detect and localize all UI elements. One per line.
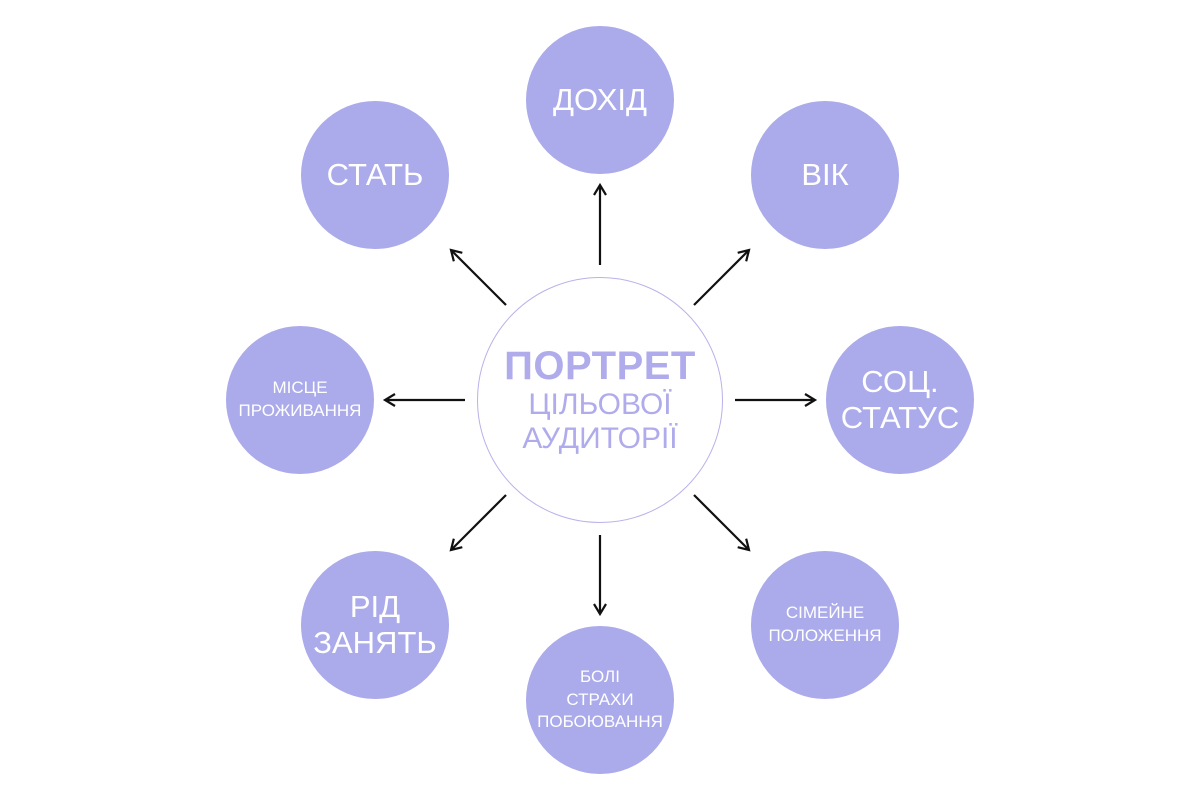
node-occupation: РІД ЗАНЯТЬ: [301, 551, 449, 699]
node-residence-line-2: ПРОЖИВАННЯ: [238, 401, 362, 420]
node-family-status: СІМЕЙНЕ ПОЛОЖЕННЯ: [751, 551, 899, 699]
center-subtitle-1: ЦІЛЬОВОЇ: [528, 387, 672, 421]
node-pains-fears-line-1: БОЛІ: [580, 666, 620, 686]
node-occupation-line-1: РІД: [349, 589, 401, 625]
node-age-label: ВІК: [801, 157, 849, 193]
node-pains-fears: БОЛІ СТРАХИ ПОБОЮВАННЯ: [526, 626, 674, 774]
node-residence-line-1: МІСЦЕ: [272, 378, 328, 398]
node-gender: СТАТЬ: [301, 101, 449, 249]
node-social-status-line-1: СОЦ.: [861, 364, 939, 400]
center-title: ПОРТРЕТ: [504, 343, 696, 388]
node-income: ДОХІД: [526, 26, 674, 174]
node-age: ВІК: [751, 101, 899, 249]
center-subtitle-2: АУДИТОРІЇ: [522, 422, 678, 455]
center-circle: ПОРТРЕТ ЦІЛЬОВОЇ АУДИТОРІЇ: [477, 277, 723, 523]
node-residence: МІСЦЕ ПРОЖИВАННЯ: [226, 326, 374, 474]
arrow-to-family-status: [693, 494, 751, 552]
node-social-status-line-2: СТАТУС: [840, 400, 960, 435]
arrow-to-gender: [449, 248, 507, 306]
arrow-to-occupation: [449, 494, 507, 552]
arrow-to-age: [693, 248, 751, 306]
node-pains-fears-line-2: СТРАХИ: [566, 689, 634, 709]
node-family-status-line-2: ПОЛОЖЕННЯ: [768, 626, 882, 645]
node-occupation-line-2: ЗАНЯТЬ: [313, 625, 437, 660]
node-income-label: ДОХІД: [553, 82, 647, 118]
node-pains-fears-line-3: ПОБОЮВАННЯ: [537, 712, 663, 732]
node-family-status-line-1: СІМЕЙНЕ: [785, 603, 865, 623]
node-social-status: СОЦ. СТАТУС: [826, 326, 974, 474]
node-gender-label: СТАТЬ: [326, 157, 424, 193]
